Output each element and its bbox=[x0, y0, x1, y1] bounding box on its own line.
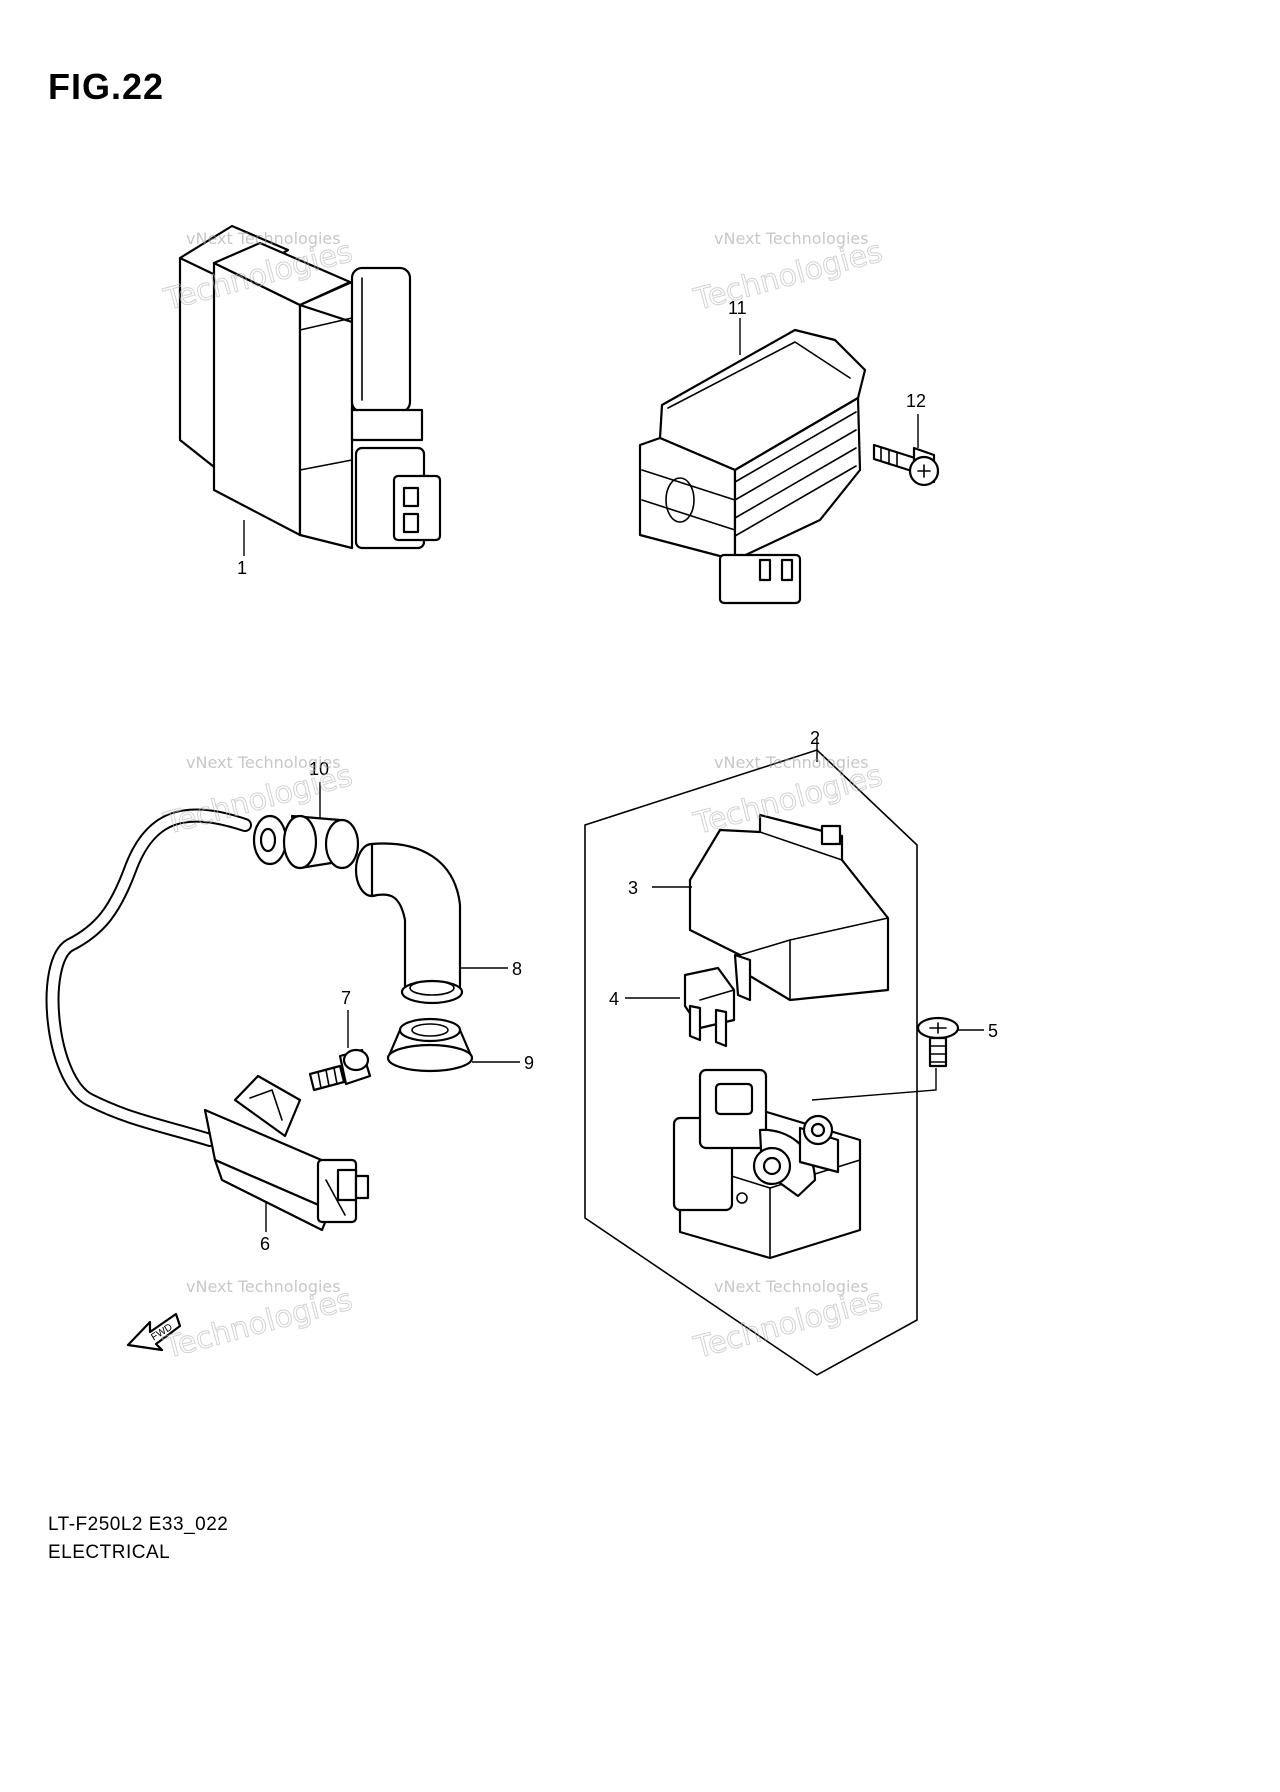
part-8-plug-cap[interactable] bbox=[354, 842, 464, 1005]
part-2-starter-relay[interactable] bbox=[584, 749, 918, 1376]
part-3-relay-cover[interactable] bbox=[688, 813, 890, 1002]
figure-code: LT-F250L2 E33_022 bbox=[48, 1514, 229, 1535]
callout-7: 7 bbox=[341, 988, 351, 1008]
callout-8: 8 bbox=[512, 959, 522, 979]
part-11-regulator-rectifier[interactable] bbox=[638, 328, 867, 605]
figure-title: FIG.22 bbox=[48, 66, 165, 107]
part-4-fuse[interactable] bbox=[683, 966, 736, 1048]
svg-text:vNext Technologies: vNext Technologies bbox=[186, 753, 341, 772]
part-10-grommet[interactable] bbox=[252, 814, 360, 870]
callout-4: 4 bbox=[609, 989, 619, 1009]
svg-text:vNext Technologies: vNext Technologies bbox=[186, 229, 341, 248]
callout-2: 2 bbox=[810, 728, 820, 748]
callout-3: 3 bbox=[628, 878, 638, 898]
part-5-screw[interactable] bbox=[811, 1016, 960, 1101]
callout-10: 10 bbox=[309, 759, 329, 779]
part-7-bolt[interactable] bbox=[308, 1048, 372, 1092]
part-9-seal[interactable] bbox=[386, 1017, 474, 1073]
svg-text:vNext Technologies: vNext Technologies bbox=[186, 1277, 341, 1296]
figure-caption: ELECTRICAL bbox=[48, 1542, 171, 1563]
svg-text:vNext Technologies: vNext Technologies bbox=[714, 1277, 869, 1296]
part-12-bolt[interactable] bbox=[872, 443, 940, 487]
callout-6: 6 bbox=[260, 1234, 270, 1254]
watermark-2: vNext Technologies Technologies bbox=[689, 229, 886, 319]
callout-11: 11 bbox=[728, 298, 747, 318]
svg-text:vNext Technologies: vNext Technologies bbox=[714, 229, 869, 248]
part-1-cdi-unit[interactable] bbox=[178, 224, 442, 550]
part-6-ignition-coil[interactable] bbox=[45, 808, 370, 1232]
watermark-5: vNext Technologies Technologies bbox=[159, 1277, 356, 1367]
callout-9: 9 bbox=[524, 1053, 534, 1073]
callout-1: 1 bbox=[237, 558, 247, 578]
svg-text:vNext Technologies: vNext Technologies bbox=[714, 753, 869, 772]
callout-5: 5 bbox=[988, 1021, 998, 1041]
callout-12: 12 bbox=[906, 391, 926, 411]
